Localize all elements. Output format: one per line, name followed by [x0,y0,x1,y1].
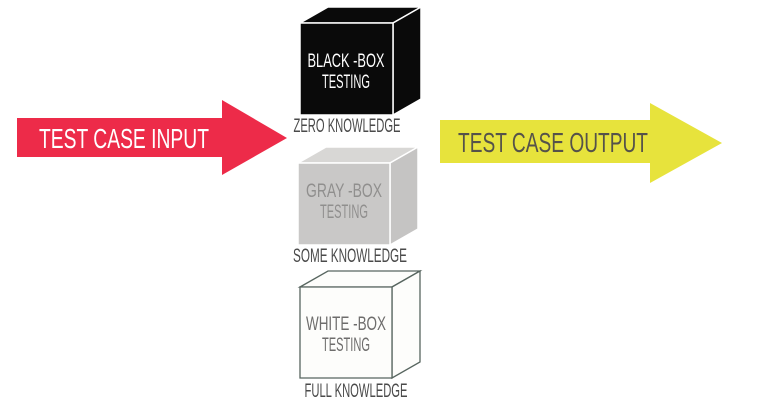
black-box-cube: BLACK -BOX TESTING ZERO KNOWLEDGE [294,5,424,137]
input-arrow: TEST CASE INPUT [17,100,287,175]
output-arrow-shape [440,103,722,183]
black-box-front-face [299,22,394,116]
white-box-label-line2: TESTING [322,335,370,356]
black-box-side-face [392,5,422,117]
gray-box-label-line2: TESTING [320,202,368,223]
white-box-side-face [391,269,421,380]
input-arrow-shape [17,100,287,175]
gray-box-side-face [389,145,419,247]
white-box-front-face [299,286,393,379]
gray-box-label-line1: GRAY -BOX [306,181,382,202]
white-box-label-line1: WHITE -BOX [306,314,386,335]
gray-box-front-face [297,162,391,246]
black-box-caption: ZERO KNOWLEDGE [294,116,401,137]
output-arrow-label: TEST CASE OUTPUT [458,127,648,158]
gray-box-caption: SOME KNOWLEDGE [293,246,407,267]
gray-box-cube: GRAY -BOX TESTING SOME KNOWLEDGE [293,145,421,267]
white-box-caption: FULL KNOWLEDGE [305,381,408,402]
input-arrow-label: TEST CASE INPUT [39,123,209,154]
black-box-label-line2: TESTING [322,72,370,93]
black-box-label-line1: BLACK -BOX [308,51,385,72]
output-arrow: TEST CASE OUTPUT [440,103,722,183]
white-box-cube: WHITE -BOX TESTING FULL KNOWLEDGE [297,269,423,402]
